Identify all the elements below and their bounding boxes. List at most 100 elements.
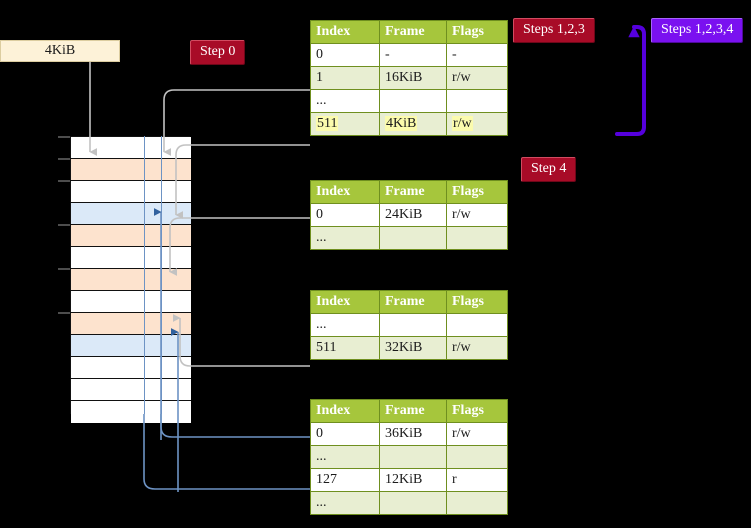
memory-frame-row bbox=[71, 313, 191, 335]
memory-vertical-separator-right bbox=[161, 136, 162, 414]
column-header-frame: Frame bbox=[379, 290, 447, 314]
memory-tick bbox=[58, 180, 70, 182]
table-cell-index: 1 bbox=[310, 66, 380, 90]
memory-frame-row bbox=[71, 181, 191, 203]
page-box-label: 4KiB bbox=[44, 43, 76, 58]
physical-memory-column bbox=[70, 136, 191, 423]
badge-step-4-label: Step 4 bbox=[531, 161, 567, 176]
memory-frame-row bbox=[71, 269, 191, 291]
column-header-index: Index bbox=[310, 20, 380, 44]
memory-frame-row bbox=[71, 401, 191, 423]
wire-table0-511-to-memory bbox=[175, 144, 310, 219]
table-cell-flags: r bbox=[446, 468, 508, 492]
table-header-row: Index Frame Flags bbox=[310, 399, 508, 423]
table-cell-flags: r/w bbox=[446, 66, 508, 90]
memory-tick bbox=[58, 158, 70, 160]
badge-steps-1-2-3-4-label: Steps 1,2,3,4 bbox=[661, 22, 734, 37]
badge-steps-1-2-3-label: Steps 1,2,3 bbox=[523, 22, 585, 37]
table-cell-frame: 36KiB bbox=[379, 422, 447, 446]
table-cell-index: ... bbox=[310, 226, 380, 250]
memory-frame-row bbox=[71, 357, 191, 379]
table-cell-flags bbox=[446, 226, 508, 250]
table-cell-flags bbox=[446, 445, 508, 469]
table-row: 511 4KiB r/w bbox=[310, 112, 508, 136]
memory-frame-row bbox=[71, 203, 191, 225]
column-header-frame: Frame bbox=[379, 180, 447, 204]
table-row: ... bbox=[310, 89, 508, 113]
table-cell-index: 0 bbox=[310, 43, 380, 67]
table-cell-flags bbox=[446, 491, 508, 515]
memory-vertical-separator-left bbox=[144, 136, 145, 414]
table-cell-flags bbox=[446, 89, 508, 113]
memory-frame-row bbox=[71, 379, 191, 401]
table-cell-frame bbox=[379, 313, 447, 337]
column-header-index: Index bbox=[310, 399, 380, 423]
table-cell-frame: 32KiB bbox=[379, 336, 447, 360]
memory-frame-row bbox=[71, 159, 191, 181]
table-cell-flags bbox=[446, 313, 508, 337]
table-cell-index: 0 bbox=[310, 203, 380, 227]
table-cell-frame bbox=[379, 445, 447, 469]
table-cell-index: ... bbox=[310, 89, 380, 113]
table-cell-index: ... bbox=[310, 313, 380, 337]
column-header-flags: Flags bbox=[446, 20, 508, 44]
table-cell-frame bbox=[379, 491, 447, 515]
table-cell-frame bbox=[379, 226, 447, 250]
table-cell-frame: 4KiB bbox=[379, 112, 447, 136]
table-cell-index: 511 bbox=[310, 336, 380, 360]
column-header-flags: Flags bbox=[446, 290, 508, 314]
column-header-index: Index bbox=[310, 180, 380, 204]
table-cell-flags: r/w bbox=[446, 112, 508, 136]
badge-step-0: Step 0 bbox=[190, 40, 246, 65]
memory-tick bbox=[58, 224, 70, 226]
badge-steps-1-2-3: Steps 1,2,3 bbox=[513, 18, 595, 43]
table-cell-index: 511 bbox=[310, 112, 380, 136]
table-cell-index: ... bbox=[310, 445, 380, 469]
badge-step-0-label: Step 0 bbox=[200, 44, 236, 59]
table-cell-frame: - bbox=[379, 43, 447, 67]
page-box-4kib: 4KiB bbox=[0, 40, 120, 62]
table-row: 0-- bbox=[310, 43, 508, 67]
table-cell-frame: 12KiB bbox=[379, 468, 447, 492]
memory-tick bbox=[58, 312, 70, 314]
table-row: ... bbox=[310, 491, 508, 515]
table-cell-flags: - bbox=[446, 43, 508, 67]
table-cell-frame: 24KiB bbox=[379, 203, 447, 227]
table-header-row: Index Frame Flags bbox=[310, 290, 508, 314]
wire-table3-127-to-memory bbox=[143, 414, 310, 490]
memory-tick bbox=[58, 136, 70, 138]
table-cell-flags: r/w bbox=[446, 422, 508, 446]
badge-steps-1-2-3-4: Steps 1,2,3,4 bbox=[651, 18, 744, 43]
highlighted-value: 511 bbox=[316, 116, 339, 131]
memory-frame-row bbox=[71, 137, 191, 159]
table-header-row: Index Frame Flags bbox=[310, 180, 508, 204]
table-cell-index: 0 bbox=[310, 422, 380, 446]
memory-frame-row bbox=[71, 225, 191, 247]
memory-frame-row bbox=[71, 335, 191, 357]
column-header-flags: Flags bbox=[446, 399, 508, 423]
table-cell-flags: r/w bbox=[446, 203, 508, 227]
table-row: ... bbox=[310, 313, 508, 337]
table-cell-index: ... bbox=[310, 491, 380, 515]
table-cell-flags: r/w bbox=[446, 336, 508, 360]
column-header-frame: Frame bbox=[379, 399, 447, 423]
table-cell-index: 127 bbox=[310, 468, 380, 492]
column-header-flags: Flags bbox=[446, 180, 508, 204]
table-cell-frame: 16KiB bbox=[379, 66, 447, 90]
memory-tick bbox=[58, 268, 70, 270]
column-header-index: Index bbox=[310, 290, 380, 314]
badge-step-4: Step 4 bbox=[521, 157, 577, 182]
highlighted-value: 4KiB bbox=[385, 116, 418, 131]
